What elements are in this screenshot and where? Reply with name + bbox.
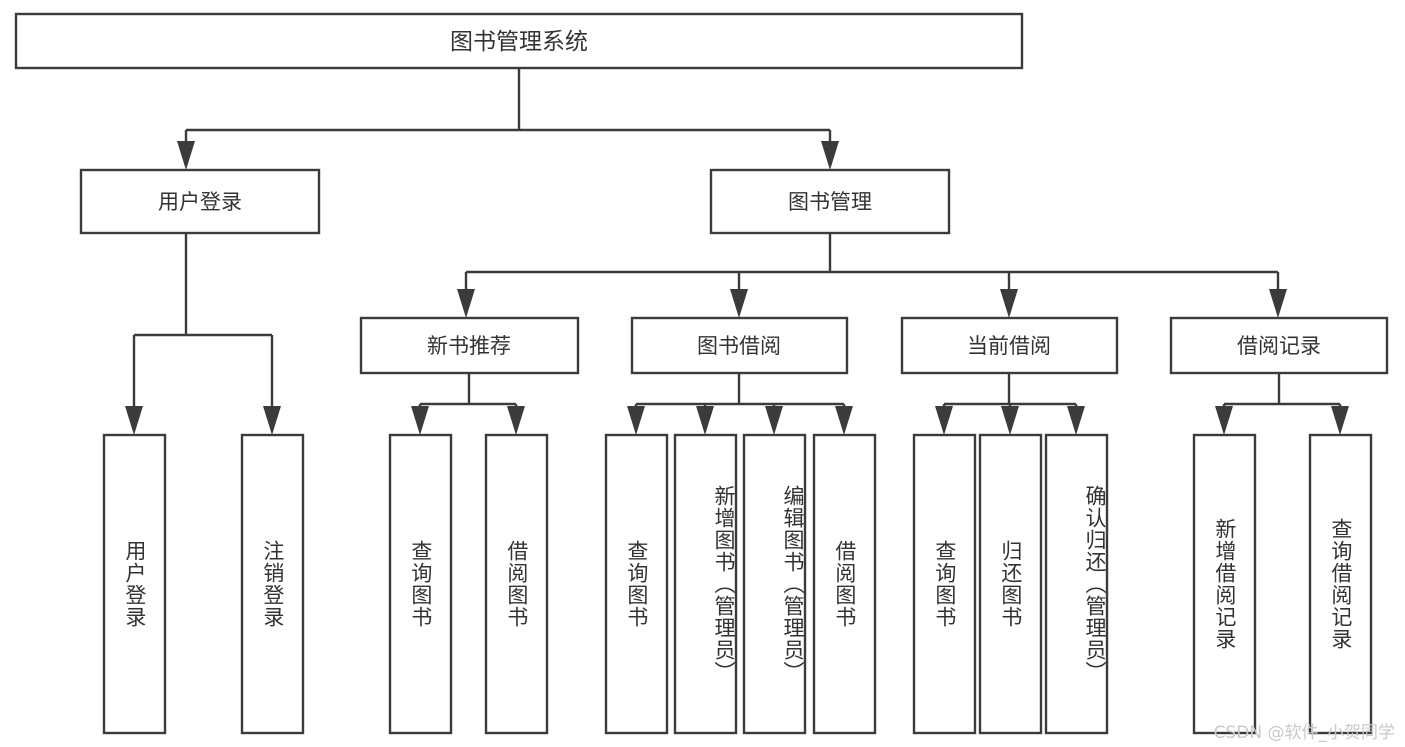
arrow-head-cb-return	[1001, 406, 1019, 435]
leaf-cb-confirm-box[interactable]	[1044, 433, 1109, 735]
leaf-cb-return-box[interactable]	[978, 433, 1043, 735]
arrow-head-leaf-logout	[263, 406, 281, 435]
node-new-book-label: 新书推荐	[427, 334, 511, 358]
leaf-bb-add-box[interactable]	[673, 433, 738, 735]
arrow-head-user-login	[177, 141, 195, 170]
node-borrow-box[interactable]	[630, 316, 849, 375]
arrow-head-cb-confirm	[1067, 406, 1085, 435]
node-title-label: 图书管理系统	[450, 29, 588, 55]
node-user-login-label: 用户登录	[158, 190, 242, 214]
leaf-logout-box[interactable]	[240, 433, 305, 735]
node-record-label: 借阅记录	[1237, 334, 1321, 358]
leaf-rec-add-box[interactable]	[1192, 433, 1257, 735]
csdn-watermark: CSDN @软件_小贺同学	[1213, 723, 1395, 743]
leaf-bb-query-box[interactable]	[604, 433, 669, 735]
leaf-cb-query-box[interactable]	[912, 433, 977, 735]
leaf-user-login-box[interactable]	[102, 433, 167, 735]
arrow-head-bb-query	[627, 406, 645, 435]
arrow-head-bb-edit	[765, 406, 783, 435]
arrow-head-borrow	[730, 289, 748, 318]
leaf-nb-borrow-box[interactable]	[484, 433, 549, 735]
arrow-head-leaf-user-login	[125, 406, 143, 435]
node-user-login-box[interactable]	[79, 168, 321, 235]
node-current-label: 当前借阅	[967, 334, 1051, 358]
node-new-book-box[interactable]	[359, 316, 580, 375]
arrow-head-record	[1269, 289, 1287, 318]
arrow-head-bb-add	[696, 406, 714, 435]
arrow-head-nb-borrow	[507, 406, 525, 435]
arrow-head-cb-query	[935, 406, 953, 435]
node-book-mgmt-box[interactable]	[709, 168, 951, 235]
arrow-head-nb-query	[411, 406, 429, 435]
arrow-head-new-book	[457, 289, 475, 318]
node-book-mgmt-label: 图书管理	[788, 190, 872, 214]
arrow-head-rec-add	[1215, 406, 1233, 435]
node-borrow-label: 图书借阅	[697, 334, 781, 358]
arrow-head-rec-query	[1331, 406, 1349, 435]
leaf-nb-query-box[interactable]	[388, 433, 453, 735]
leaf-rec-query-box[interactable]	[1308, 433, 1373, 735]
arrow-head-current	[1000, 289, 1018, 318]
node-title-box[interactable]	[14, 12, 1024, 70]
leaf-bb-edit-box[interactable]	[742, 433, 807, 735]
arrow-head-bb-borrow	[835, 406, 853, 435]
node-current-box[interactable]	[900, 316, 1119, 375]
leaf-bb-borrow-box[interactable]	[812, 433, 877, 735]
arrow-head-book-mgmt	[821, 141, 839, 170]
node-record-box[interactable]	[1169, 316, 1389, 375]
